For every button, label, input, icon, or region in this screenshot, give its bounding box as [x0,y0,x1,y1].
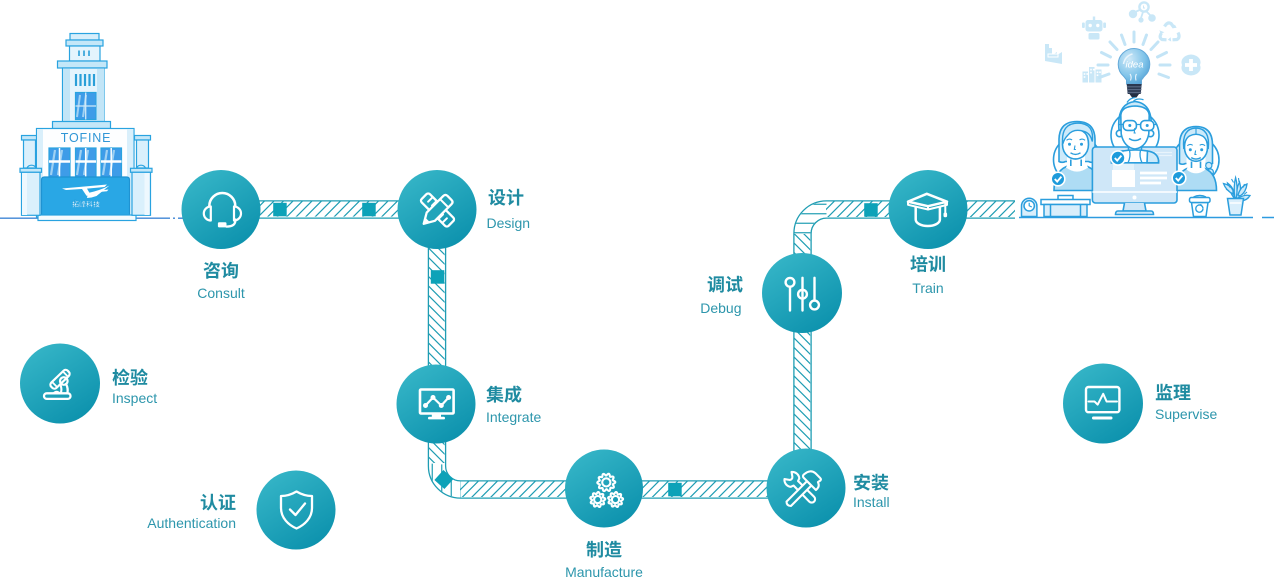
svg-text:Integrate: Integrate [486,409,541,425]
svg-text:TOFINE: TOFINE [61,131,111,145]
svg-text:Supervise: Supervise [1155,406,1217,422]
svg-text:Debug: Debug [700,300,741,316]
svg-text:Design: Design [487,215,531,231]
svg-text:Manufacture: Manufacture [565,564,643,580]
svg-text:Inspect: Inspect [112,390,157,406]
svg-text:Authentication: Authentication [147,515,236,531]
svg-text:Consult: Consult [197,285,245,301]
svg-text:idea: idea [1126,60,1144,71]
svg-text:Install: Install [853,494,890,510]
svg-text:Train: Train [912,280,943,296]
